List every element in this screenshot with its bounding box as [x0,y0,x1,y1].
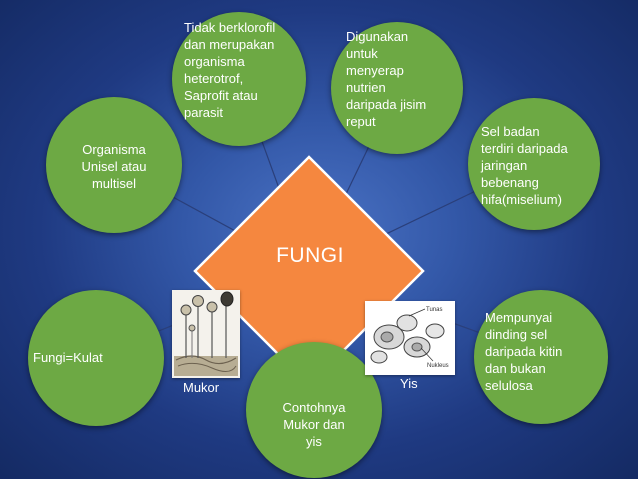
yis-label-nukleus: Nukleus [427,363,449,369]
mukor-image [172,290,240,378]
node-nutrien: Digunakan untuk menyerap nutrien daripad… [331,22,463,154]
node-hifa-text: Sel badan terdiri daripada jaringan bebe… [481,124,568,207]
node-contoh: Contohnya Mukor dan yis [246,342,382,478]
node-dinding: Mempunyai dinding sel daripada kitin dan… [474,290,608,424]
node-kulat-text: Fungi=Kulat [33,350,103,365]
yis-sketch: Tunas Nukleus [370,307,449,369]
fungi-title: FUNGI [276,244,344,267]
mukor-caption: Mukor [183,380,220,395]
node-hifa: Sel badan terdiri daripada jaringan bebe… [468,98,600,230]
node-unisel-text: Organisma Unisel atau multisel [81,142,147,191]
yis-caption: Yis [400,376,418,391]
mukor-sketch [174,291,238,376]
node-contoh-text: Contohnya Mukor dan yis [282,400,346,449]
node-heterotrof-text: Tidak berklorofil dan merupakan organism… [184,20,276,120]
node-kulat: Fungi=Kulat [28,290,164,426]
node-dinding-text: Mempunyai dinding sel daripada kitin dan… [485,310,563,393]
node-nutrien-text: Digunakan untuk menyerap nutrien daripad… [346,29,427,129]
node-heterotrof: Tidak berklorofil dan merupakan organism… [172,12,306,146]
node-unisel: Organisma Unisel atau multisel [46,97,182,233]
yis-label-tunas: Tunas [426,307,442,313]
yis-image: Tunas Nukleus [365,301,455,375]
